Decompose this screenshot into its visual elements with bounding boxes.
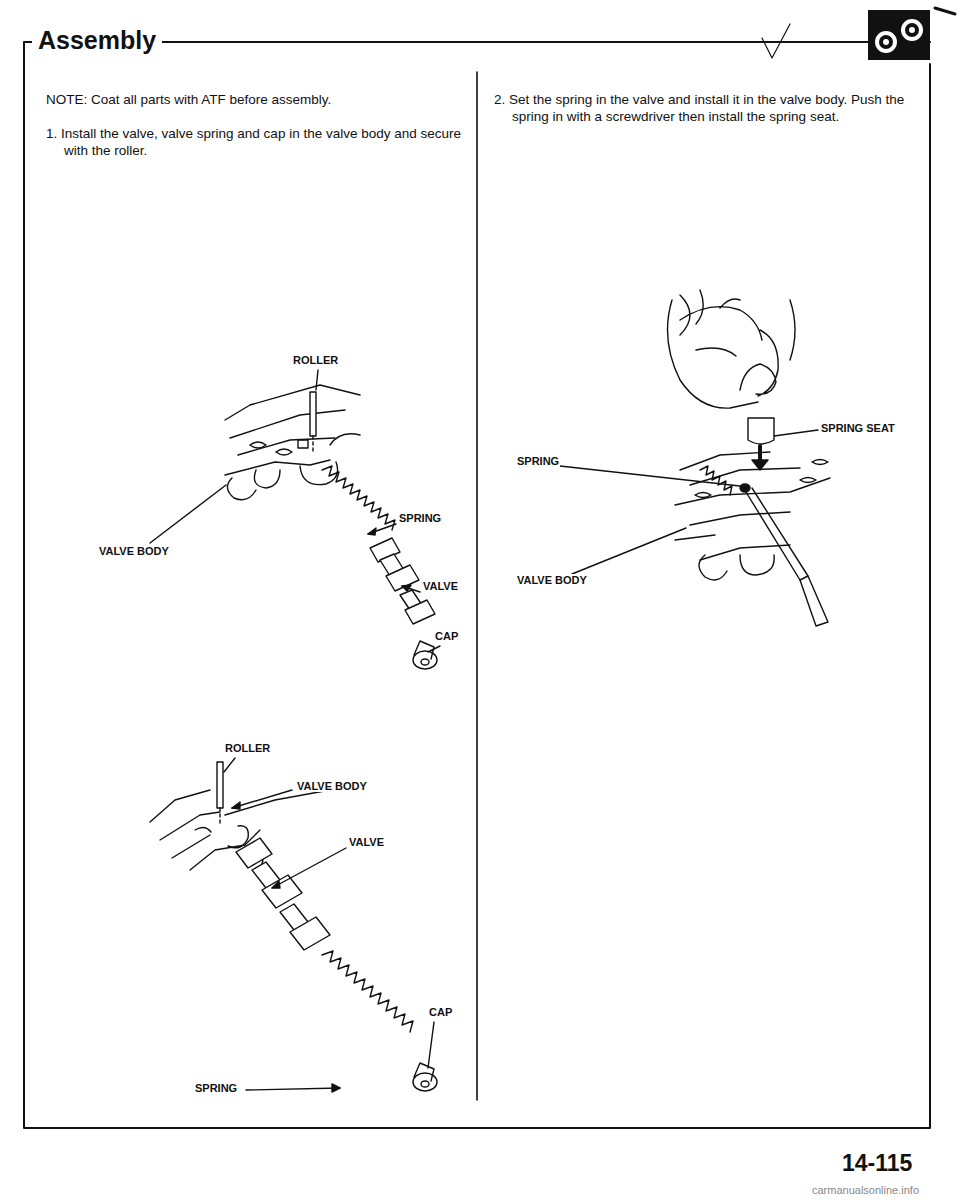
part-label: VALVE BODY: [296, 780, 368, 792]
step-text: 1. Install the valve, valve spring and c…: [46, 126, 482, 160]
part-label: VALVE BODY: [516, 574, 588, 586]
part-label: CAP: [428, 1006, 453, 1018]
part-label: SPRING: [516, 455, 560, 467]
part-label: CAP: [434, 630, 459, 642]
part-label: VALVE BODY: [98, 545, 170, 557]
part-label: SPRING: [398, 512, 442, 524]
page-number: 14-115: [842, 1150, 912, 1177]
part-label: SPRING SEAT: [820, 422, 896, 434]
part-label: ROLLER: [224, 742, 271, 754]
step-text: 2. Set the spring in the valve and insta…: [494, 92, 932, 126]
section-title: Assembly: [32, 26, 162, 55]
note-text: NOTE: Coat all parts with ATF before ass…: [46, 92, 461, 109]
part-label: VALVE: [422, 580, 459, 592]
part-label: SPRING: [194, 1082, 238, 1094]
watermark: carmanualsonline.info: [812, 1184, 919, 1196]
part-label: ROLLER: [292, 354, 339, 366]
part-label: VALVE: [348, 836, 385, 848]
